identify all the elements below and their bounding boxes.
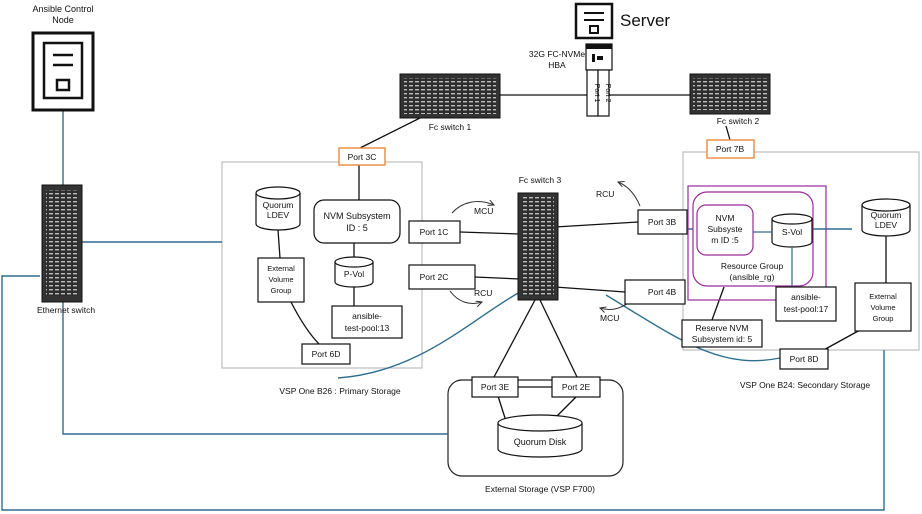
ansible-node-label-2: Node	[52, 15, 74, 25]
ansible-node-label-1: Ansible Control	[32, 4, 93, 14]
port-4b-label: Port 4B	[648, 287, 677, 297]
primary-evg-label-2: Volume	[268, 275, 293, 284]
hba-port-2	[597, 69, 610, 117]
secondary-external-volume-group-box	[854, 282, 912, 332]
primary-nvm-subsystem-label-2: ID : 5	[346, 223, 368, 233]
rcu-top-label: RCU	[596, 189, 614, 199]
port-7b-label: Port 7B	[716, 144, 745, 154]
hba-port-1-label: Port 1	[593, 84, 600, 103]
port-4b-box	[624, 279, 686, 305]
secondary-pool-label-1: ansible-	[791, 292, 821, 302]
resource-group-outer-box	[687, 185, 827, 301]
port-3e-box	[471, 376, 519, 398]
fc-switch-1-icon	[399, 73, 501, 119]
server-icon	[574, 2, 614, 40]
secondary-quorum-ldev-label-2: LDEV	[875, 220, 898, 230]
fc-switch-3-label: Fc switch 3	[519, 175, 562, 185]
port-2c-box	[408, 264, 476, 290]
hba-port-2-label: Port 2	[604, 84, 611, 103]
port-1c-label: Port 1C	[420, 227, 449, 237]
primary-nvm-subsystem-box	[313, 199, 401, 244]
external-storage-box	[447, 379, 624, 477]
resource-group-label-2: (ansible_rg)	[730, 272, 775, 282]
resource-group-label-1: Resource Group	[721, 261, 784, 271]
ethernet-switch-label: Ethernet switch	[37, 305, 95, 315]
primary-quorum-ldev-label-2: LDEV	[267, 210, 290, 220]
port-1c-box	[408, 220, 461, 244]
mcu-bottom-label: MCU	[600, 313, 619, 323]
port-2e-label: Port 2E	[562, 382, 591, 392]
port-8d-box	[779, 348, 829, 370]
pvol-cylinder	[334, 256, 374, 288]
primary-pool-label-1: ansible-	[352, 311, 382, 321]
fc-switch-3-icon	[517, 192, 559, 301]
port-3c-box	[338, 147, 386, 166]
ansible-node-icon	[31, 31, 95, 112]
port-6d-label: Port 6D	[312, 349, 341, 359]
primary-quorum-ldev-cylinder	[255, 186, 301, 231]
secondary-storage-label: VSP One B24: Secondary Storage	[740, 380, 871, 390]
secondary-nvm-subsystem-box	[696, 204, 754, 256]
quorum-disk-cylinder	[497, 414, 583, 458]
port-7b-box	[706, 139, 755, 159]
secondary-quorum-ldev-cylinder	[861, 198, 911, 237]
secondary-evg-label-3: Group	[873, 314, 894, 323]
secondary-evg-label-1: External	[869, 292, 897, 301]
port-8d-label: Port 8D	[790, 354, 819, 364]
mcu-top-label: MCU	[474, 206, 493, 216]
ethernet-switch-icon	[41, 184, 83, 303]
primary-quorum-ldev-label-1: Quorum	[263, 200, 294, 210]
fc-switch-2-label: Fc switch 2	[717, 116, 760, 126]
port-3c-label: Port 3C	[348, 152, 377, 162]
hba-card-icon	[585, 43, 613, 71]
hba-label-1: 32G FC-NVMe	[529, 49, 585, 59]
primary-storage-label: VSP One B26 : Primary Storage	[279, 386, 401, 396]
hba-label-2: HBA	[548, 60, 566, 70]
fc-switch-1-label: Fc switch 1	[429, 122, 472, 132]
primary-external-volume-group-box	[257, 257, 305, 303]
reserve-nvm-label-1: Reserve NVM	[696, 323, 749, 333]
svol-cylinder	[771, 213, 813, 248]
port-6d-box	[301, 343, 351, 365]
fc-links	[277, 94, 887, 419]
secondary-evg-label-2: Volume	[870, 303, 895, 312]
secondary-nvm-label-1: NVM	[716, 213, 735, 223]
primary-nvm-subsystem-label-1: NVM Subsystem	[323, 211, 390, 221]
pvol-label: P-Vol	[344, 269, 364, 279]
primary-evg-label-1: External	[267, 264, 295, 273]
rcu-bottom-label: RCU	[474, 288, 492, 298]
port-2e-box	[551, 376, 601, 398]
primary-evg-label-3: Group	[271, 286, 292, 295]
quorum-disk-label: Quorum Disk	[514, 437, 567, 447]
secondary-quorum-ldev-label-1: Quorum	[871, 210, 902, 220]
port-2c-label: Port 2C	[420, 272, 449, 282]
reserve-nvm-box	[681, 319, 763, 348]
port-3b-box	[637, 209, 688, 235]
external-storage-label: External Storage (VSP F700)	[485, 484, 595, 494]
secondary-pool-label-2: test-pool:17	[784, 304, 829, 314]
secondary-nvm-label-3: m ID :5	[711, 235, 739, 245]
port-3e-label: Port 3E	[481, 382, 510, 392]
server-label: Server	[620, 11, 670, 30]
primary-pool-box	[331, 305, 403, 339]
reserve-nvm-label-2: Subsystem id: 5	[692, 334, 753, 344]
secondary-pool-box	[775, 286, 837, 322]
fc-switch-2-icon	[689, 73, 771, 115]
svol-label: S-Vol	[782, 227, 802, 237]
port-3b-label: Port 3B	[648, 217, 677, 227]
primary-pool-label-2: test-pool:13	[345, 323, 390, 333]
ethernet-links	[1, 110, 885, 511]
secondary-nvm-label-2: Subsyste	[708, 224, 743, 234]
